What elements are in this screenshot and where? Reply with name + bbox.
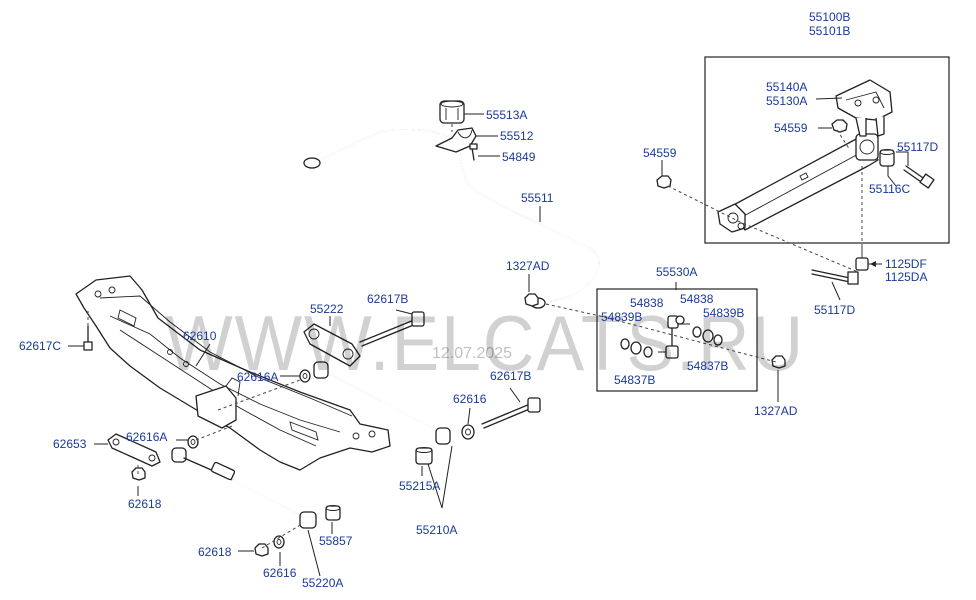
label-62618-upper[interactable]: 62618 xyxy=(128,497,162,511)
stabilizer-bar-part xyxy=(303,128,600,309)
bolt-55117d-lower-part xyxy=(811,269,859,285)
nut-62618-lower-part xyxy=(254,543,269,557)
washer-62616-lower-part xyxy=(273,535,285,549)
label-55513A[interactable]: 55513A xyxy=(486,108,527,122)
nut-54559-left-part xyxy=(656,175,672,189)
watermark-date: 12.07.2025 xyxy=(432,345,512,362)
label-55100B[interactable]: 55100B xyxy=(809,10,850,24)
bolt-62617b-upper-part xyxy=(359,311,425,347)
bolt-62617c-part xyxy=(83,325,93,351)
lateral-arm-55210a-part xyxy=(313,361,451,445)
trailing-arm-part xyxy=(717,133,879,233)
leader-lines xyxy=(68,97,909,577)
bolt-54849-part xyxy=(469,143,478,161)
label-62617B-upper[interactable]: 62617B xyxy=(367,292,408,306)
label-62653[interactable]: 62653 xyxy=(53,437,87,451)
label-55130A[interactable]: 55130A xyxy=(766,94,807,108)
label-55116C[interactable]: 55116C xyxy=(869,182,910,196)
stabilizer-link-box xyxy=(596,288,758,392)
label-54559-box[interactable]: 54559 xyxy=(774,121,808,135)
label-55511[interactable]: 55511 xyxy=(521,191,554,205)
label-62617B-lower[interactable]: 62617B xyxy=(490,369,531,383)
label-62610[interactable]: 62610 xyxy=(183,329,217,343)
bushing-55857-part xyxy=(325,505,341,521)
bushing-55215a-part xyxy=(415,447,433,465)
label-62618-lower[interactable]: 62618 xyxy=(198,545,232,559)
label-62616-mid[interactable]: 62616 xyxy=(453,392,487,406)
watermark-text: WWW.ELCATS.RU xyxy=(165,299,805,387)
bushing-55116c-part xyxy=(879,149,895,167)
label-55215A[interactable]: 55215A xyxy=(399,479,440,493)
part-labels: 55100B 55101B 55140A 55130A 54559 54559 … xyxy=(19,10,938,590)
arrow-icon xyxy=(870,261,876,267)
nut-54559-box-part xyxy=(831,119,848,133)
label-55220A[interactable]: 55220A xyxy=(302,576,343,590)
label-54838-left[interactable]: 54838 xyxy=(630,296,664,310)
label-54839B-right[interactable]: 54839B xyxy=(703,306,744,320)
bracket-55222-part xyxy=(303,323,361,367)
label-1125DF[interactable]: 1125DF xyxy=(885,257,927,271)
label-55101B[interactable]: 55101B xyxy=(809,24,850,38)
label-55140A[interactable]: 55140A xyxy=(766,80,807,94)
lateral-arm-55220a-part xyxy=(171,447,317,529)
label-55117D-lower[interactable]: 55117D xyxy=(814,303,855,317)
label-62617C[interactable]: 62617C xyxy=(19,339,61,353)
label-54559-left[interactable]: 54559 xyxy=(643,146,677,160)
label-54837B-left[interactable]: 54837B xyxy=(614,373,655,387)
crossmember-part xyxy=(75,275,391,471)
label-55857[interactable]: 55857 xyxy=(319,534,353,548)
label-62616A-upper[interactable]: 62616A xyxy=(237,370,278,384)
label-62616A-lower[interactable]: 62616A xyxy=(126,430,167,444)
label-54837B-right[interactable]: 54837B xyxy=(687,359,728,373)
nut-1327ad-lower-part xyxy=(771,355,786,369)
trailing-arm-assembly-box xyxy=(704,56,950,244)
label-1327AD-upper[interactable]: 1327AD xyxy=(506,259,550,273)
label-55222[interactable]: 55222 xyxy=(310,302,344,316)
label-1327AD-lower[interactable]: 1327AD xyxy=(754,404,798,418)
bolt-1125df-part xyxy=(855,244,869,271)
stabilizer-link-part xyxy=(620,315,723,359)
label-55512[interactable]: 55512 xyxy=(500,129,534,143)
plate-62653-part xyxy=(107,433,161,467)
washer-62616a-lower-part xyxy=(187,435,199,449)
label-62616-lower[interactable]: 62616 xyxy=(263,566,297,580)
assembly-dashed-lines xyxy=(87,124,863,549)
bar-bracket-part xyxy=(435,127,477,153)
label-55210A[interactable]: 55210A xyxy=(416,523,457,537)
washer-62616-mid-part xyxy=(461,424,475,440)
label-54838-right[interactable]: 54838 xyxy=(680,292,714,306)
label-55117D-upper[interactable]: 55117D xyxy=(897,140,938,154)
label-54839B-left[interactable]: 54839B xyxy=(601,310,642,324)
bolt-62617b-lower-part xyxy=(481,397,541,429)
label-54849[interactable]: 54849 xyxy=(502,150,536,164)
nut-1327ad-upper-part xyxy=(524,293,539,307)
bar-bushing-part xyxy=(439,100,465,124)
bolt-55117d-upper-part xyxy=(903,165,935,189)
label-1125DA[interactable]: 1125DA xyxy=(885,270,927,284)
label-55530A[interactable]: 55530A xyxy=(656,265,697,279)
arm-bracket-part xyxy=(835,79,893,137)
